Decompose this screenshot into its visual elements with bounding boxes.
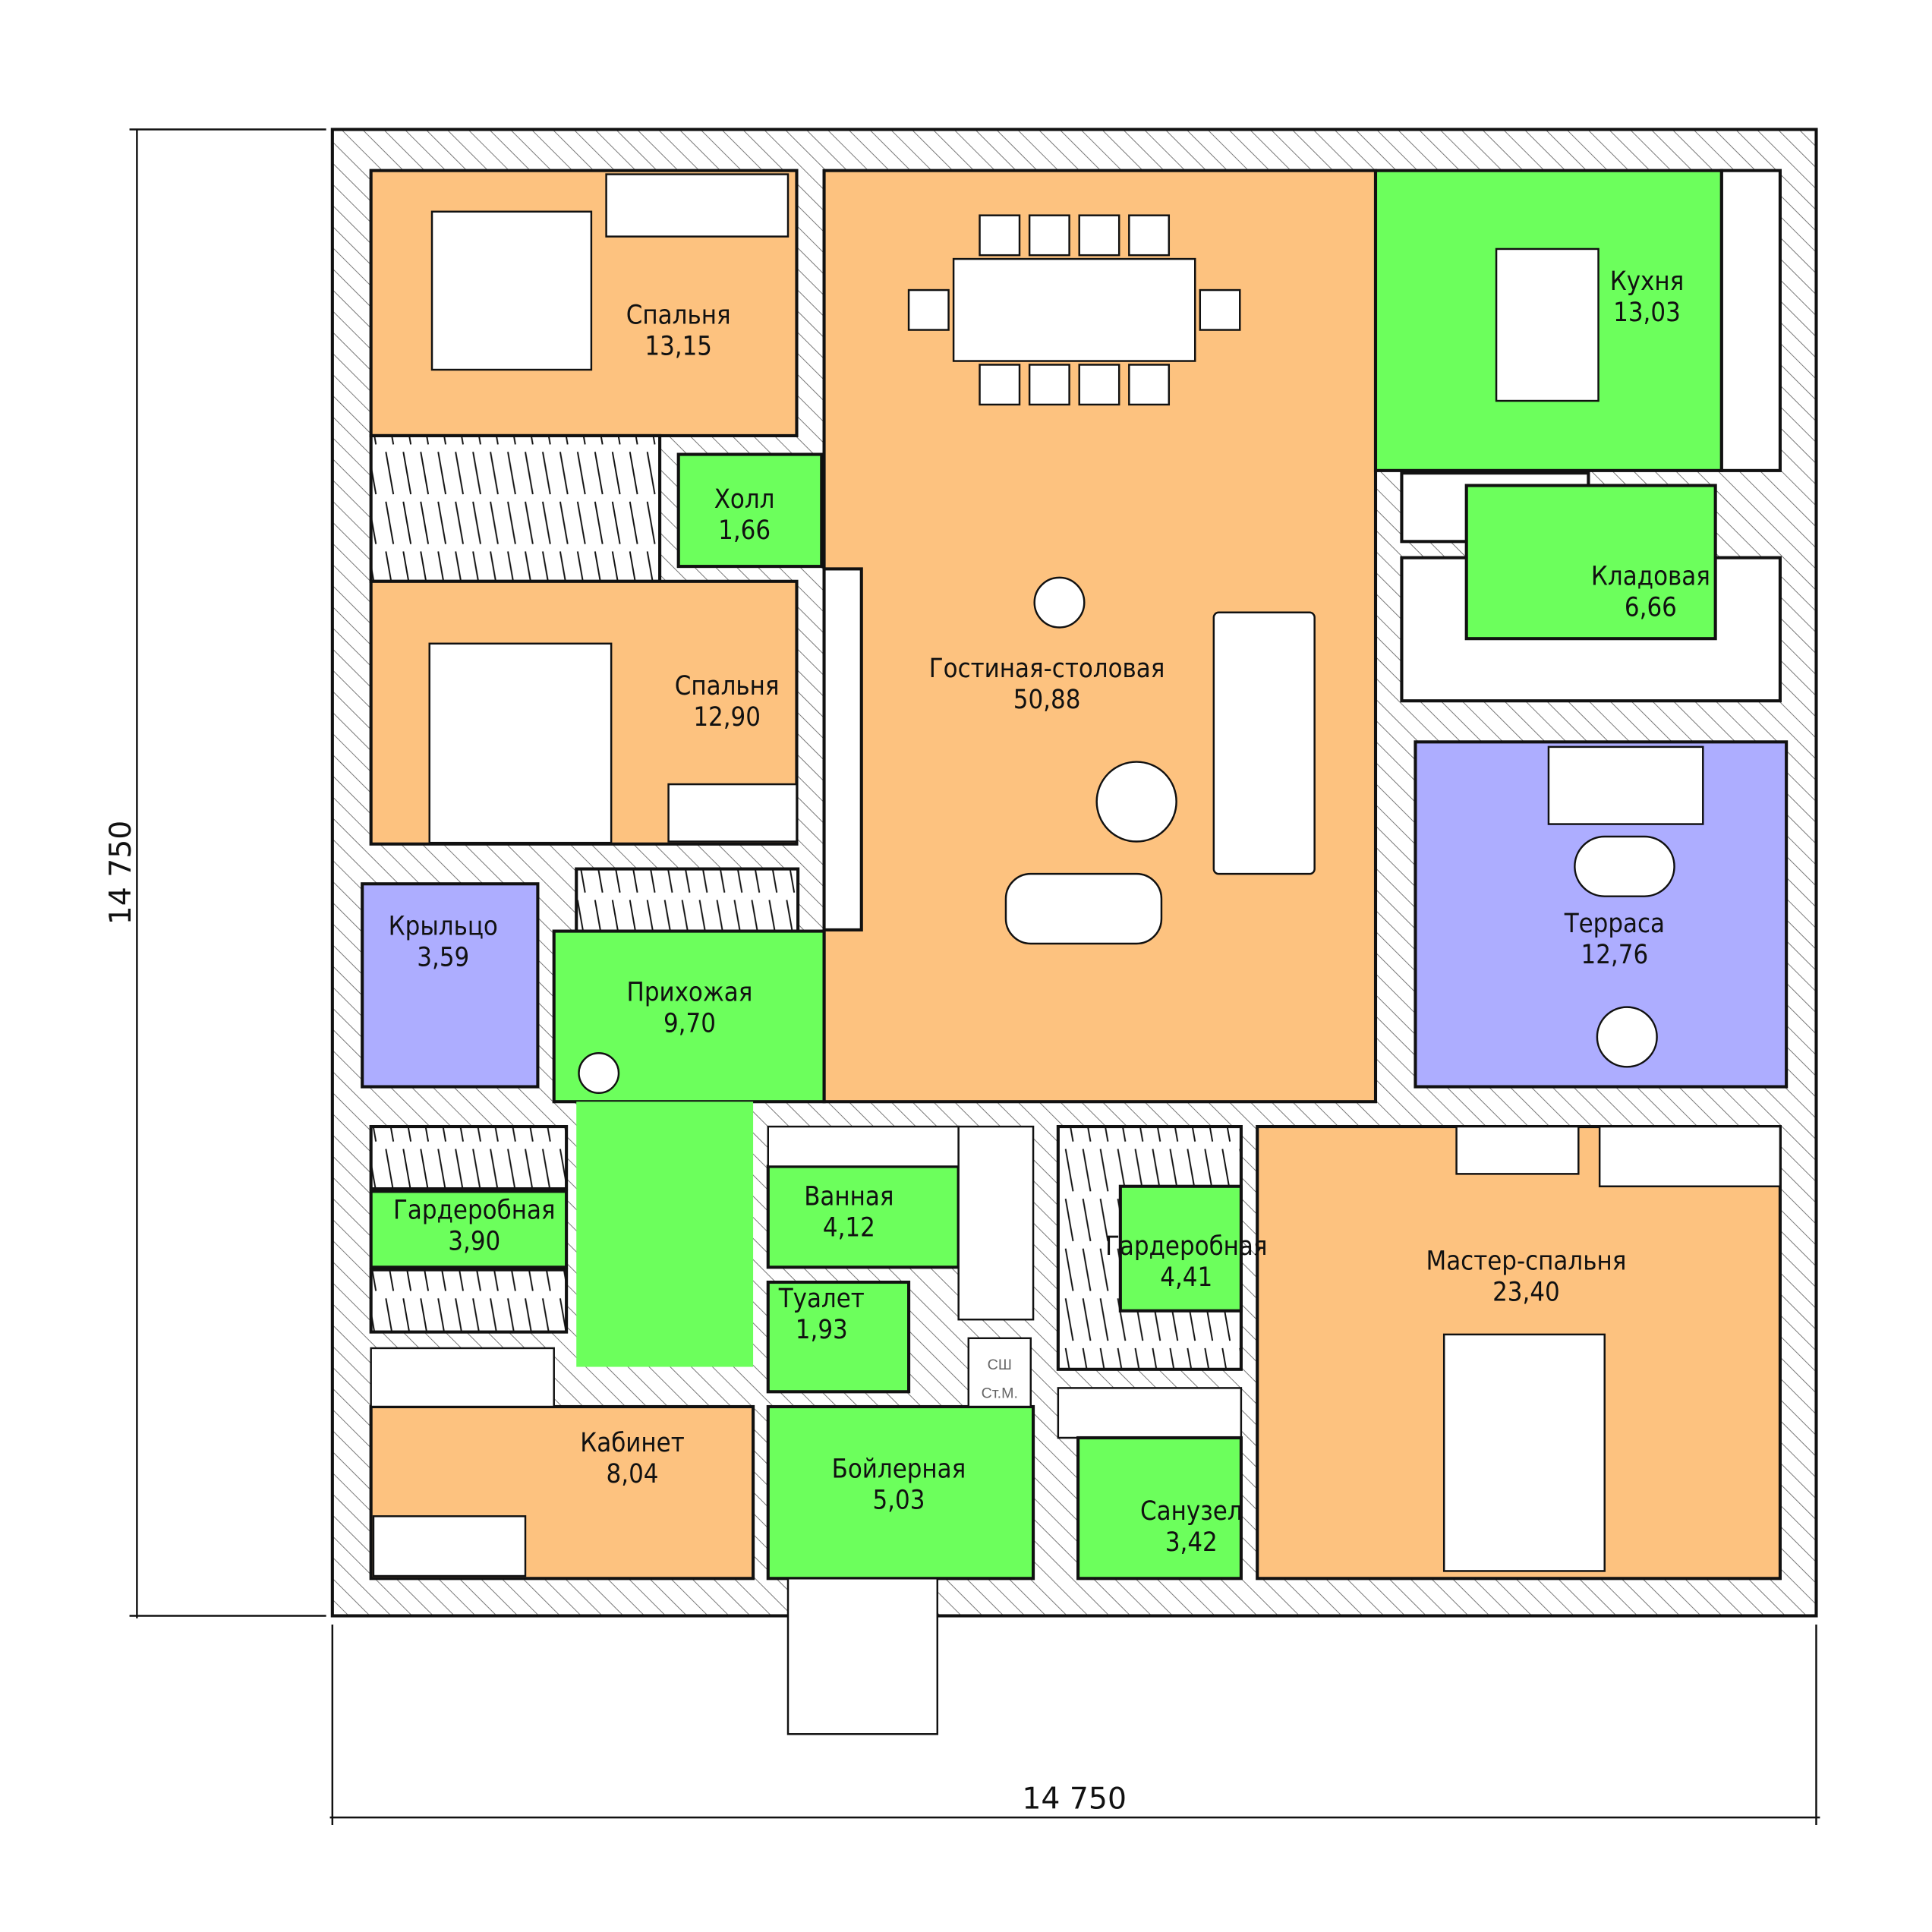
label-wardrobe1-name: Гардеробная [393, 1195, 556, 1225]
label-shower-name: Санузел [1140, 1496, 1243, 1527]
terrace-round-table [1596, 1006, 1658, 1068]
side-table [1033, 576, 1086, 629]
label-living-name: Гостиная-столовая [929, 654, 1165, 684]
label-entry-area: 9,70 [663, 1008, 716, 1038]
label-bedroom2-area: 12,90 [693, 702, 761, 733]
label-toilet-area: 1,93 [796, 1315, 848, 1345]
master-dresser [1455, 1125, 1580, 1175]
label-bedroom2-name: Спальня [675, 671, 780, 701]
dining-chairs [907, 214, 1241, 406]
vanity [767, 1125, 960, 1168]
washer-label-1: СШ [988, 1357, 1012, 1373]
bathtub [957, 1125, 1035, 1321]
coffee-table [1095, 761, 1177, 843]
master-bed [1442, 1333, 1606, 1572]
terrace-table [1574, 835, 1675, 897]
label-bathroom-area: 4,12 [823, 1212, 875, 1243]
label-living-area: 50,88 [1013, 685, 1081, 715]
wardrobe-shelves-bottom [369, 1268, 569, 1334]
label-kitchen-name: Кухня [1610, 266, 1685, 297]
wardrobe-block [369, 433, 662, 583]
room-entry-lower[interactable] [576, 1102, 754, 1367]
room-labels: Спальня 13,15 Холл 1,66 Спальня 12,90 Го… [389, 266, 1710, 1558]
label-entry-name: Прихожая [627, 977, 753, 1007]
label-pantry-name: Кладовая [1591, 562, 1710, 592]
tv-wall [822, 567, 863, 931]
wardrobe-entry [575, 867, 800, 933]
washer-box [967, 1337, 1032, 1408]
coat-stand [578, 1052, 620, 1094]
label-study-area: 8,04 [607, 1459, 659, 1489]
label-bedroom1-area: 13,15 [645, 331, 712, 361]
label-study-name: Кабинет [580, 1428, 685, 1458]
desk [605, 173, 790, 238]
label-shower-area: 3,42 [1165, 1527, 1218, 1558]
washer-label-2: Ст.М. [982, 1385, 1018, 1402]
terrace-sofa [1547, 745, 1704, 825]
label-wardrobe2-area: 4,41 [1160, 1262, 1212, 1293]
label-hall-area: 1,66 [718, 515, 771, 546]
label-master-name: Мастер-спальня [1426, 1247, 1626, 1277]
room-hall[interactable] [676, 452, 824, 569]
master-desk [1598, 1125, 1782, 1187]
room-porch[interactable] [361, 882, 540, 1089]
sofa [1212, 611, 1316, 875]
label-terrace-area: 12,76 [1581, 940, 1649, 970]
label-bathroom-name: Ванная [804, 1181, 894, 1212]
porch-steps [786, 1577, 939, 1735]
shower-fixtures [1057, 1387, 1243, 1439]
room-wardrobe1[interactable] [369, 1190, 569, 1269]
label-porch-name: Крыльцо [389, 912, 498, 942]
label-master-area: 23,40 [1492, 1278, 1560, 1308]
room-wardrobe2[interactable] [1118, 1184, 1243, 1313]
sofa [1004, 872, 1163, 945]
room-shower[interactable] [1076, 1436, 1243, 1581]
room-boiler[interactable] [766, 1404, 1035, 1581]
room-toilet[interactable] [766, 1280, 911, 1394]
label-wardrobe2-name: Гардеробная [1105, 1231, 1268, 1262]
label-bedroom1-name: Спальня [626, 300, 731, 330]
dining-table [952, 257, 1196, 362]
label-boiler-area: 5,03 [872, 1485, 925, 1515]
label-boiler-name: Бойлерная [832, 1454, 966, 1484]
dimension-height: 14 750 [103, 821, 138, 925]
label-wardrobe1-area: 3,90 [448, 1226, 500, 1256]
label-porch-area: 3,59 [417, 943, 469, 973]
study-desk [370, 1347, 555, 1408]
label-hall-name: Холл [714, 484, 775, 515]
label-terrace-name: Терраса [1564, 909, 1665, 939]
label-kitchen-area: 13,03 [1613, 298, 1681, 328]
label-toilet-name: Туалет [778, 1284, 865, 1314]
bed [430, 210, 593, 371]
wardrobe-shelves-top [369, 1124, 569, 1191]
bed [428, 642, 613, 844]
furniture [428, 173, 1704, 1572]
room-pantry[interactable] [1464, 484, 1717, 641]
dimension-lines: 14 750 14 750 [103, 128, 1820, 1825]
kitchen-counter [1719, 169, 1782, 472]
study-sofa [372, 1515, 527, 1577]
kitchen-island [1495, 247, 1599, 402]
label-pantry-area: 6,66 [1625, 593, 1677, 623]
desk [667, 783, 798, 843]
dimension-width: 14 750 [1022, 1782, 1127, 1817]
